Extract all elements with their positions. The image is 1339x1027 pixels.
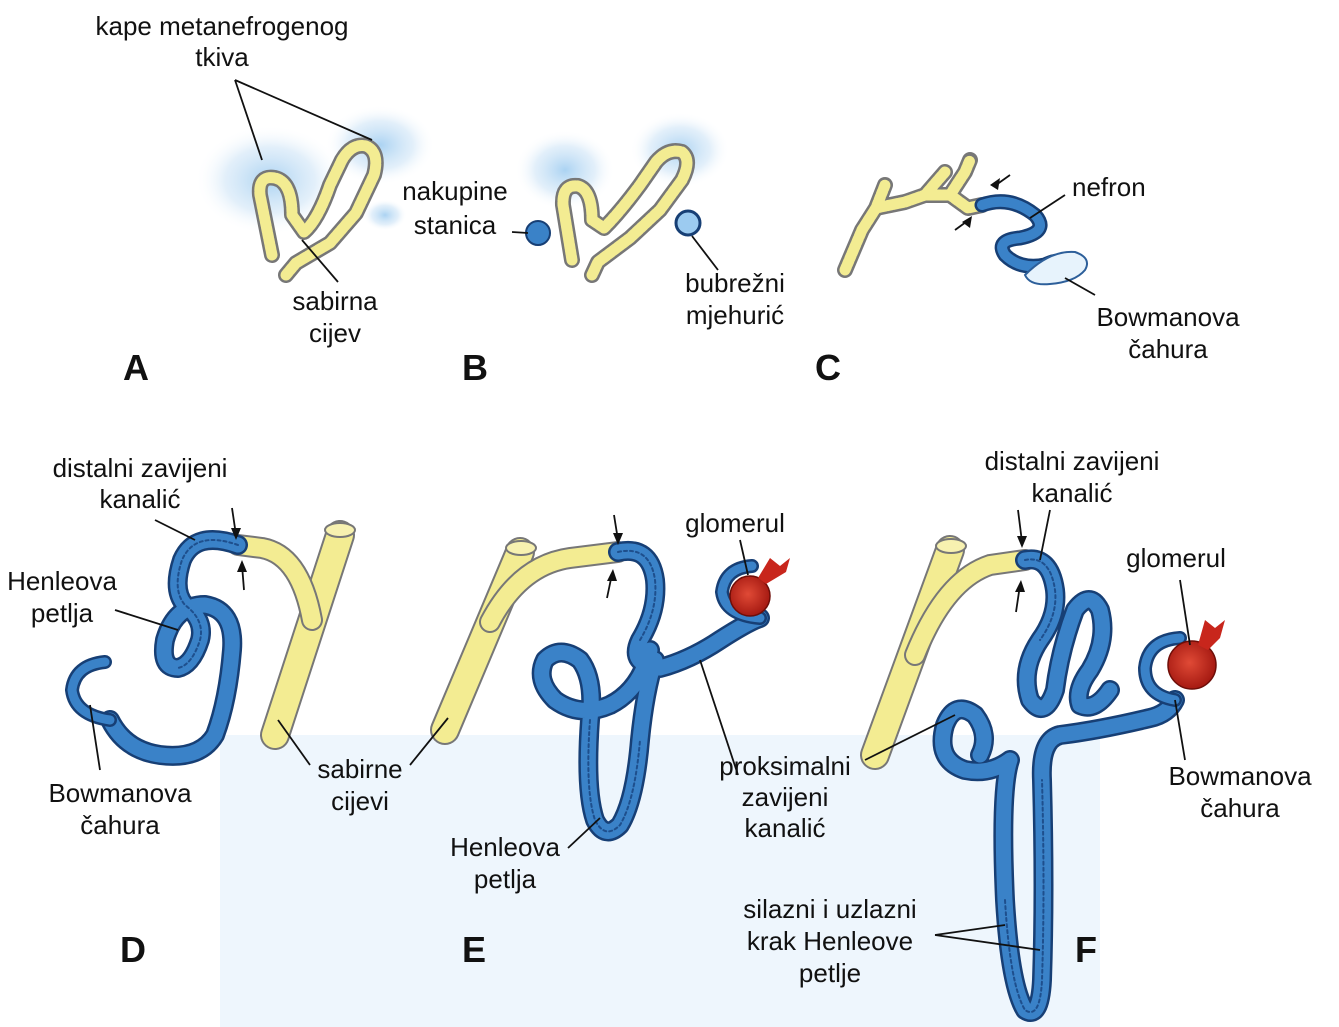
label-henle-e-line2: petlja (474, 864, 537, 894)
arrow-f-2 (1015, 580, 1025, 592)
glomerulus-f-vessel (1198, 620, 1225, 650)
panel-letter-d: D (120, 929, 146, 970)
pointer-distal-f (1040, 510, 1050, 560)
arrow-d-2 (237, 560, 247, 572)
label-glomerul-f: glomerul (1126, 543, 1226, 573)
bowman-capsule-c (1025, 252, 1087, 284)
label-proximal-e-line2: zavijeni (742, 782, 829, 812)
label-vesicle-line2: mjehurić (686, 300, 784, 330)
label-henle-e-line1: Henleova (450, 832, 560, 862)
label-cells-line1: nakupine (402, 176, 508, 206)
pointer-cells (512, 232, 528, 233)
label-distal-f-line2: kanalić (1032, 478, 1113, 508)
panel-letter-a: A (123, 347, 149, 388)
label-capsule-c-line1: Bowmanova (1096, 302, 1240, 332)
label-vesicle-line1: bubrežni (685, 268, 785, 298)
arrow-c-2 (962, 216, 972, 228)
panel-letter-c: C (815, 347, 841, 388)
label-ducts-d-line1: sabirne (317, 754, 402, 784)
label-glomerul-e: glomerul (685, 508, 785, 538)
cell-cluster (526, 221, 550, 245)
arrow-e-2 (607, 569, 617, 581)
label-distal-d-line1: distalni zavijeni (53, 453, 228, 483)
collecting-duct-d-top (325, 523, 355, 537)
panel-b: nakupine stanica bubrežni mjehurić B (402, 112, 785, 388)
pointer-capsule-c (1065, 278, 1095, 295)
glomerulus-e-vessel (758, 558, 790, 584)
panel-letter-e: E (462, 929, 486, 970)
arrow-c-2-shaft (955, 222, 966, 230)
label-capsule-f-line2: čahura (1200, 793, 1280, 823)
pointer-vesicle (692, 236, 718, 270)
label-capsule-d-line1: Bowmanova (48, 778, 192, 808)
label-capsule-d-line2: čahura (80, 810, 160, 840)
label-henle-d-line2: petlja (31, 598, 94, 628)
label-limbs-f-line2: krak Henleove (747, 926, 913, 956)
renal-vesicle (676, 211, 700, 235)
label-capsule-c-line2: čahura (1128, 334, 1208, 364)
label-limbs-f-line3: petlje (799, 958, 861, 988)
label-henle-d-line1: Henleova (7, 566, 117, 596)
label-duct-a-line1: sabirna (292, 286, 378, 316)
panel-a: kape metanefrogenog tkiva sabirna cijev … (96, 11, 435, 388)
label-distal-f-line1: distalni zavijeni (985, 446, 1160, 476)
label-proximal-e-line3: kanalić (745, 813, 826, 843)
arrow-f-1 (1017, 536, 1027, 548)
label-caps-line2: tkiva (195, 42, 249, 72)
mesenchyme-cap-small (363, 199, 407, 231)
panel-c: nefron Bowmanova čahura C (815, 160, 1240, 388)
label-distal-d-line2: kanalić (100, 484, 181, 514)
panel-letter-f: F (1075, 929, 1097, 970)
label-nephron: nefron (1072, 172, 1146, 202)
collecting-duct-c (845, 160, 982, 270)
label-ducts-d-line2: cijevi (331, 786, 389, 816)
collecting-duct-e-top (506, 541, 536, 555)
collecting-duct-f-top (936, 539, 966, 553)
label-capsule-f-line1: Bowmanova (1168, 761, 1312, 791)
label-duct-a-line2: cijev (309, 318, 361, 348)
label-caps-line1: kape metanefrogenog (96, 11, 349, 41)
panel-letter-b: B (462, 347, 488, 388)
label-proximal-e-line1: proksimalni (719, 751, 851, 781)
label-limbs-f-line1: silazni i uzlazni (743, 894, 916, 924)
label-cells-line2: stanica (414, 210, 497, 240)
pointer-distal-d (155, 520, 195, 540)
